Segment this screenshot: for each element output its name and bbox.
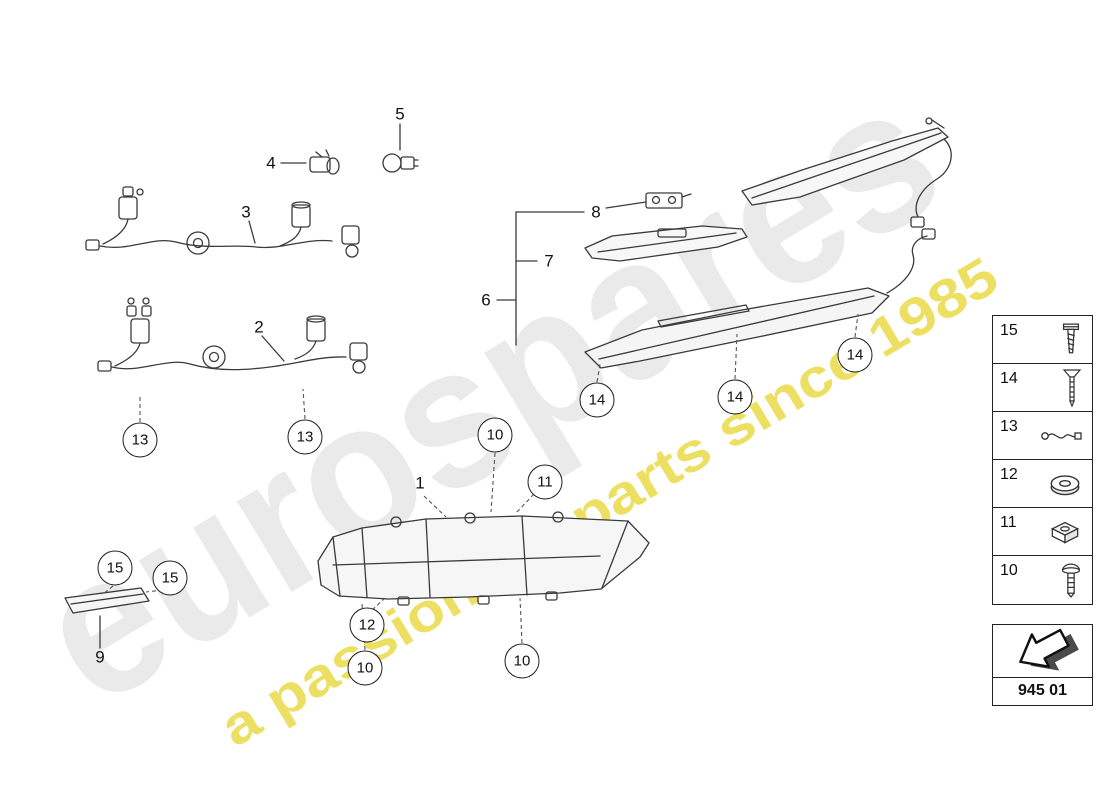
callout-10-c[interactable]: 10 [504,643,540,679]
tail-light-assembly-1 [317,511,650,606]
grommet-icon [1050,474,1080,495]
part-label-9[interactable]: 9 [95,647,105,667]
clip-nut-icon [1050,521,1080,544]
part-label-6[interactable]: 6 [481,290,491,310]
diagram-code: 945 01 [993,677,1092,705]
callout-14-b[interactable]: 14 [717,379,753,415]
bracket-lines-6 [496,201,647,346]
legend-row-15[interactable]: 15 [993,316,1092,364]
callout-13-b[interactable]: 13 [287,419,323,455]
mount-bracket-8 [645,192,692,209]
callout-12[interactable]: 12 [349,607,385,643]
legend-row-12[interactable]: 12 [993,460,1092,508]
rivet-icon [1061,563,1081,598]
legend-number: 11 [1000,514,1017,531]
wiring-harness-3 [85,186,360,258]
legend-number: 13 [1000,418,1018,435]
part-label-7[interactable]: 7 [544,251,554,271]
legend-row-13[interactable]: 13 [993,412,1092,460]
part-label-8[interactable]: 8 [591,202,601,222]
legend-row-14[interactable]: 14 [993,364,1092,412]
part-label-2[interactable]: 2 [254,317,264,337]
wiring-harness-2 [97,297,368,374]
callout-13-a[interactable]: 13 [122,422,158,458]
part-label-4[interactable]: 4 [266,153,276,173]
upper-tail-light-housing [741,117,952,228]
callout-15-a[interactable]: 15 [97,550,133,586]
legend-number: 15 [1000,322,1018,339]
bulb-5 [382,153,419,173]
callout-14-a[interactable]: 14 [579,382,615,418]
legend-number: 12 [1000,466,1018,483]
side-reflector-9 [64,587,150,614]
callout-10-a[interactable]: 10 [477,417,513,453]
countersunk-screw-icon [1062,368,1082,408]
arrow-area [993,625,1092,677]
fastener-legend-panel: 15 14 13 [992,315,1093,605]
part-label-5[interactable]: 5 [395,104,405,124]
callout-11[interactable]: 11 [527,464,563,500]
direction-arrow-icon [1018,628,1079,671]
callout-15-b[interactable]: 15 [152,560,188,596]
lens-gasket-7 [584,225,748,262]
part-label-3[interactable]: 3 [241,202,251,222]
tail-light-lens-upper [584,228,936,369]
dashed-leader-lines [101,313,859,651]
bulb-socket-4 [309,149,340,175]
bulb-wiring-icon [1041,431,1082,440]
screw-icon [1062,322,1080,353]
legend-row-10[interactable]: 10 [993,556,1092,604]
diagram-code-box: 945 01 [992,624,1093,706]
legend-row-11[interactable]: 11 [993,508,1092,556]
callout-14-c[interactable]: 14 [837,337,873,373]
legend-number: 14 [1000,370,1018,387]
leader-lines [99,123,401,649]
callout-10-b[interactable]: 10 [347,650,383,686]
legend-number: 10 [1000,562,1018,579]
part-label-1[interactable]: 1 [415,473,425,493]
